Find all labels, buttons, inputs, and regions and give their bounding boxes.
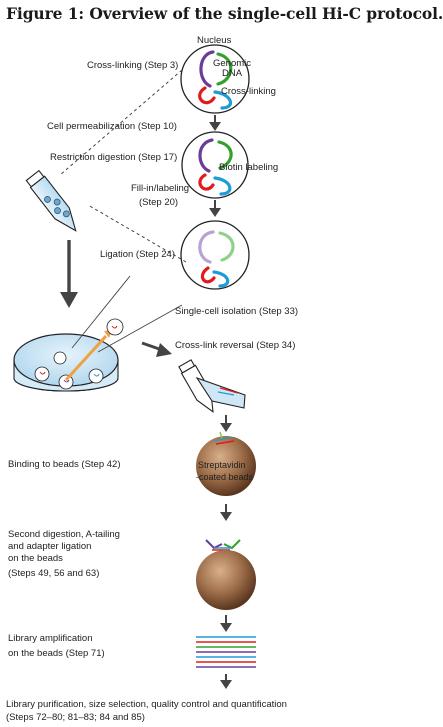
- figure-title: Figure 1: Overview of the single-cell Hi…: [6, 4, 443, 23]
- step-second-digestion-2: and adapter ligation: [8, 541, 91, 552]
- step-single-cell: Single-cell isolation (Step 33): [175, 306, 298, 317]
- step-permeabilization: Cell permeabilization (Step 10): [47, 121, 177, 132]
- streptavidin-label-2: -coated beads: [196, 472, 254, 482]
- ligation-cell: [180, 220, 250, 290]
- step-purification-2: (Steps 72–80; 81–83; 84 and 85): [6, 712, 145, 723]
- streptavidin-label: Streptavidin: [198, 460, 246, 470]
- step-ligation: Ligation (Step 24): [100, 249, 175, 260]
- step-second-digestion-4: (Steps 49, 56 and 63): [8, 568, 99, 579]
- biotin-labeling-cell: [181, 131, 249, 199]
- petri-dish: [13, 333, 119, 392]
- step-library-amplification: Library amplification: [8, 633, 92, 644]
- step-fill-in: Fill-in/labeling: [131, 183, 189, 194]
- biotin-labeling-label: Biotin labeling: [219, 162, 278, 173]
- tube-2: [178, 359, 214, 414]
- step-binding: Binding to beads (Step 42): [8, 459, 121, 470]
- genomic-dna-label-2: DNA: [222, 68, 243, 79]
- library-fragments: [196, 636, 256, 668]
- nucleus-label: Nucleus: [197, 35, 232, 46]
- step-second-digestion-3: on the beads: [8, 553, 63, 564]
- step-library-amplification-2: on the beads (Step 71): [8, 648, 105, 659]
- step-cross-linking: Cross-linking (Step 3): [87, 60, 178, 71]
- tube-1: [25, 169, 77, 232]
- step-second-digestion: Second digestion, A-tailing: [8, 529, 120, 540]
- protocol-diagram: Nucleus Genomic DNA Cross-linking Biotin…: [6, 35, 298, 723]
- adapter-bead: [196, 539, 256, 610]
- step-fill-in-2: (Step 20): [139, 197, 178, 208]
- streptavidin-bead: [196, 431, 256, 496]
- nucleus-cell: [180, 44, 250, 114]
- step-purification: Library purification, size selection, qu…: [6, 699, 287, 710]
- step-restriction: Restriction digestion (Step 17): [50, 152, 177, 163]
- cross-linking-mark-label: Cross-linking: [221, 86, 276, 97]
- genomic-dna-label: Genomic: [213, 58, 251, 69]
- step-cross-link-reversal: Cross-link reversal (Step 34): [175, 340, 295, 351]
